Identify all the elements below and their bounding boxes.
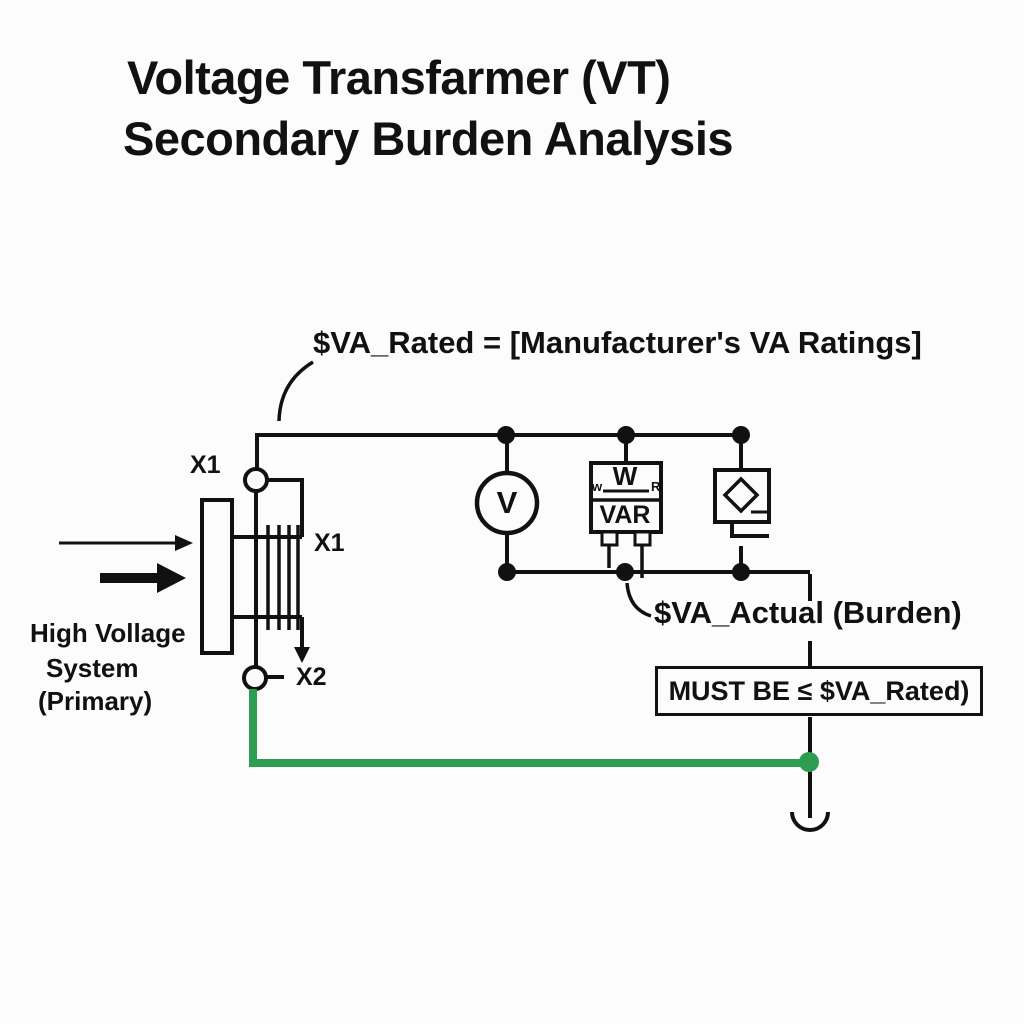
va-rated-annotation: $VA_Rated = [Manufacturer's VA Ratings]: [313, 325, 922, 360]
primary-winding-box: [200, 498, 234, 655]
terminal-x2-label: X2: [296, 663, 327, 691]
wattmeter-w-letter: W: [612, 461, 638, 491]
primary-caption-line-2: System: [46, 653, 139, 683]
page-title-line-1: Voltage Transfarmer (VT): [127, 51, 671, 104]
thin-arrow-head-icon: [175, 535, 193, 551]
voltmeter-icon: [474, 470, 540, 536]
wattmeter-var-label: VAR: [599, 501, 651, 529]
va-rated-leader-curve: [277, 360, 314, 422]
primary-caption-line-1: High Vollage: [30, 618, 186, 648]
voltmeter-letter: V: [496, 485, 518, 520]
wattmeter-small-w-letter: w: [592, 479, 603, 494]
wattmeter-stub-left: [600, 530, 619, 547]
terminal-x1-label: X1: [190, 451, 221, 479]
diamond-icon: [722, 476, 760, 514]
ground-hook-icon: [790, 811, 830, 832]
winding-x1-label: X1: [314, 529, 345, 557]
thick-arrow-head-icon: [157, 563, 186, 593]
top-bus-wire: [255, 433, 741, 469]
junction-dots: [497, 426, 750, 581]
winding-bars: [266, 525, 300, 630]
green-junction-dot: [799, 752, 819, 772]
wattmeter-small-r-letter: R: [651, 479, 661, 494]
page-title-line-2: Secondary Burden Analysis: [123, 112, 734, 165]
green-secondary-wire: [249, 689, 806, 767]
wattmeter-stub-right: [633, 530, 652, 547]
wattmeter-box: [589, 461, 663, 534]
va-actual-annotation: $VA_Actual (Burden): [654, 595, 962, 630]
winding-down-arrow-icon: [294, 647, 310, 663]
terminal-x1-circle: [243, 467, 269, 493]
terminal-x2-circle: [242, 665, 268, 691]
relay-step-tail: [730, 522, 769, 538]
primary-caption-line-3: (Primary): [38, 686, 153, 716]
terminal-winding-link-wire: [267, 478, 304, 537]
constraint-box: MUST BE ≤ $VA_Rated): [655, 666, 983, 716]
constraint-text: MUST BE ≤ $VA_Rated): [668, 675, 970, 706]
va-actual-leader-curve: [625, 582, 652, 618]
